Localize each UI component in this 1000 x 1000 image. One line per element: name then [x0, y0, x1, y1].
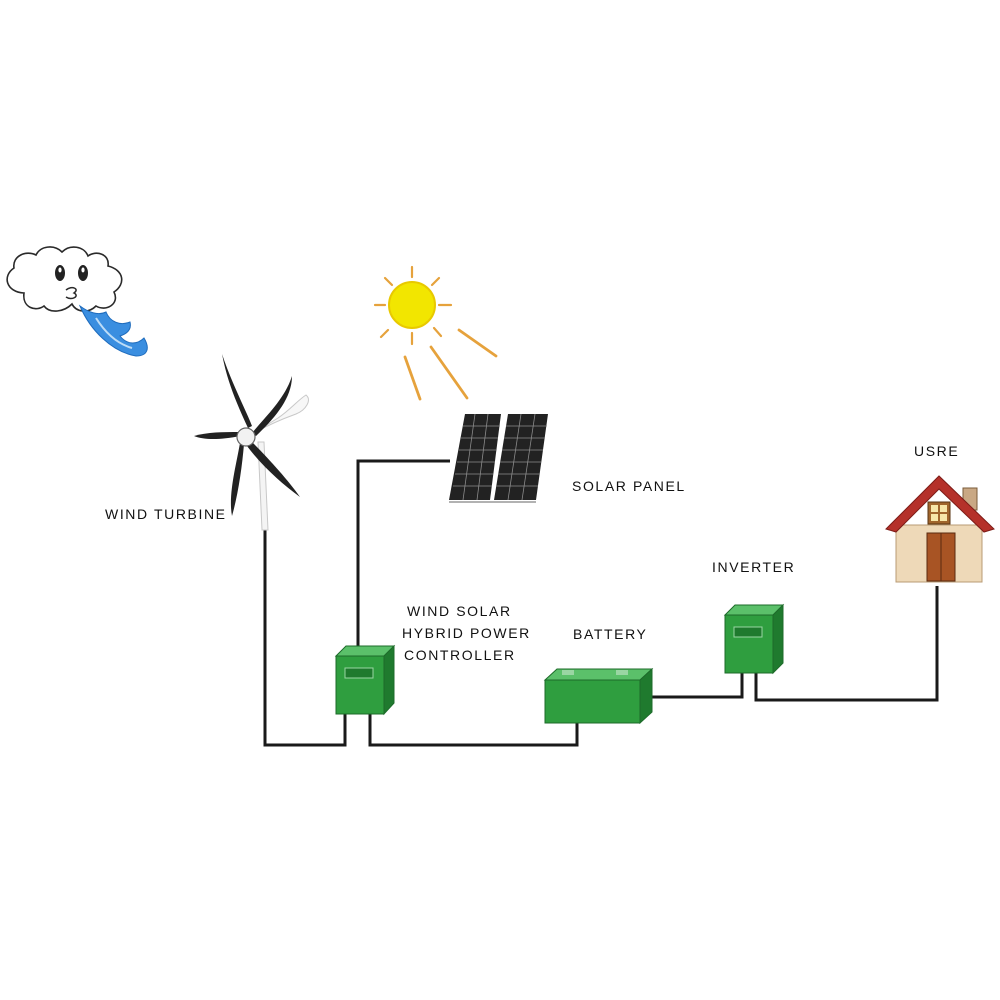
wire-turbine-to-controller — [263, 530, 347, 747]
user-label: USRE — [914, 443, 959, 459]
controller-label-line1: WIND SOLAR — [407, 603, 512, 619]
wiring — [263, 459, 939, 747]
wire-controller-to-battery — [368, 712, 579, 747]
wind-turbine-label: WIND TURBINE — [105, 506, 227, 522]
battery-label: BATTERY — [573, 626, 647, 642]
solar-panel-icon — [449, 413, 548, 503]
inverter-box-icon — [723, 603, 785, 675]
controller-label-line3: CONTROLLER — [404, 647, 516, 663]
house-icon — [885, 475, 995, 583]
inverter-label: INVERTER — [712, 559, 795, 575]
wire-inverter-to-house — [754, 586, 939, 702]
controller-box-icon — [334, 644, 396, 716]
wire-battery-to-inverter — [650, 672, 744, 699]
controller-label-line2: HYBRID POWER — [402, 625, 531, 641]
solar-panel-label: SOLAR PANEL — [572, 478, 686, 494]
wind-turbine-icon — [194, 354, 309, 531]
wind-cloud-icon — [6, 246, 148, 357]
wire-panel-to-controller — [356, 459, 450, 648]
battery-icon — [543, 667, 654, 725]
sun-icon — [373, 265, 498, 401]
